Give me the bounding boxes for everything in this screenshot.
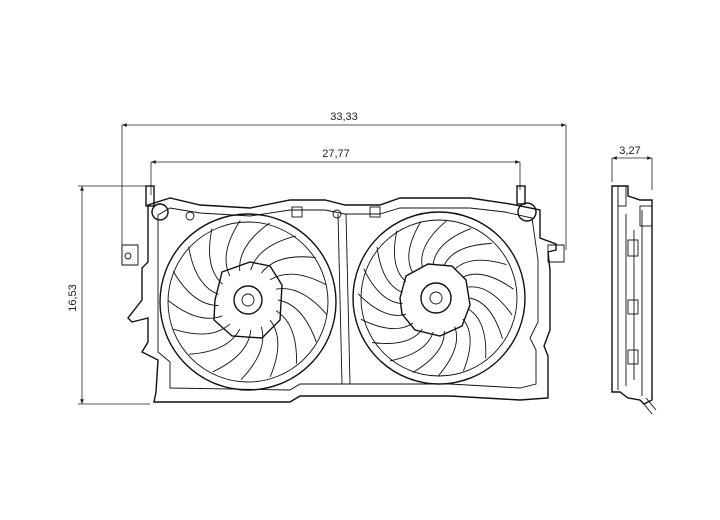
- fan-blade: [277, 299, 317, 342]
- fan-blade: [462, 318, 471, 372]
- fan-blade: [225, 220, 241, 277]
- fan-blade: [269, 273, 327, 286]
- fan-blade: [173, 323, 231, 335]
- left-fan-blades: [167, 220, 328, 381]
- fan-blade: [408, 221, 422, 274]
- depth-label: 3,27: [619, 145, 640, 157]
- mount-width-dimension: 27,77: [150, 148, 521, 195]
- right-fan-blades: [357, 220, 514, 377]
- fan-blade: [239, 222, 270, 272]
- fan-blade: [275, 288, 328, 315]
- side-view: [611, 185, 657, 415]
- right-fan: [352, 211, 526, 385]
- fan-blade: [212, 329, 252, 373]
- fan-blade: [412, 330, 445, 373]
- fan-blade: [454, 259, 507, 270]
- fan-blade: [467, 308, 487, 359]
- fan-blade: [189, 328, 241, 355]
- height-label: 16,53: [67, 284, 79, 312]
- fan-blade: [462, 273, 514, 290]
- fan-blade: [371, 328, 423, 344]
- right-fan-hub: [420, 282, 452, 314]
- fan-blade: [357, 293, 407, 316]
- fan-blade: [275, 310, 297, 364]
- fan-blade: [188, 246, 219, 295]
- fan-blade: [389, 331, 434, 362]
- fan-blade: [250, 235, 297, 271]
- fan-blade: [363, 268, 403, 305]
- mount-width-label: 27,77: [322, 148, 350, 160]
- fan-blade: [261, 256, 316, 274]
- fan-blade: [394, 230, 407, 283]
- overall-width-label: 33,33: [330, 111, 358, 123]
- shroud-front-view: [121, 185, 565, 403]
- fan-blade: [167, 300, 223, 319]
- fan-blade: [269, 319, 279, 377]
- fan-blade: [360, 318, 414, 329]
- fan-blade: [443, 243, 492, 266]
- fan-blade: [421, 220, 447, 267]
- fan-blade: [376, 246, 403, 293]
- fan-blade: [469, 297, 503, 339]
- depth-dimension: 3,27: [611, 145, 653, 190]
- fan-blade: [432, 227, 472, 265]
- fan-blade: [468, 286, 513, 316]
- fan-blade: [172, 271, 219, 306]
- left-fan-motor: [213, 261, 283, 339]
- left-fan: [159, 213, 337, 391]
- right-fan-motor: [399, 263, 471, 337]
- overall-width-dimension: 33,33: [121, 111, 567, 265]
- left-fan-hub: [233, 285, 263, 315]
- fan-blade: [437, 326, 458, 377]
- fan-blade: [240, 326, 264, 381]
- height-dimension: 16,53: [67, 185, 150, 405]
